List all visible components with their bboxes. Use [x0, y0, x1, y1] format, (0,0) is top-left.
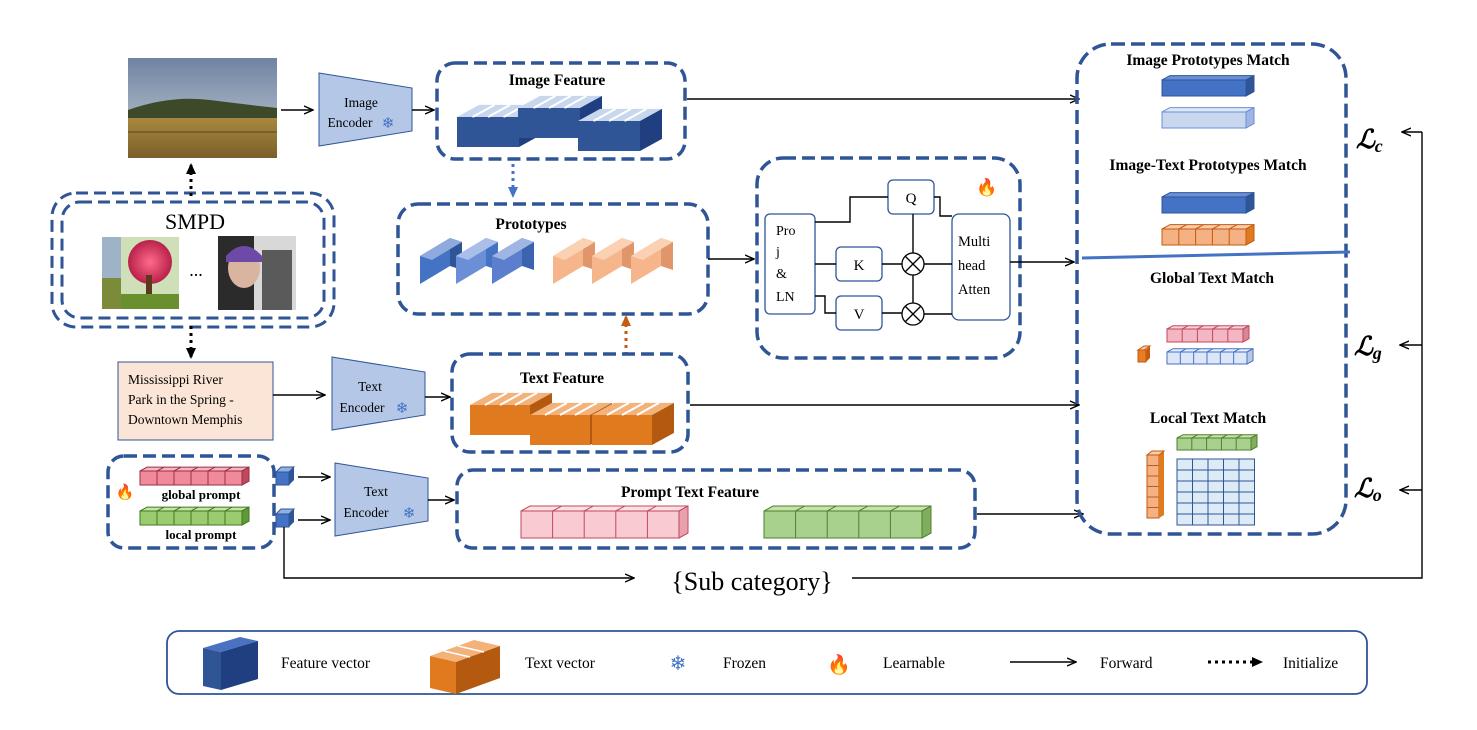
global-text-match-title: Global Text Match: [1150, 270, 1274, 287]
text-encoder: [331, 356, 426, 431]
key-label: K: [854, 258, 865, 274]
image-feature-box: [435, 61, 687, 161]
image-prototypes-match-title: Image Prototypes Match: [1126, 52, 1290, 69]
match-divider: [1081, 250, 1351, 260]
image-encoder: [318, 72, 413, 147]
caption-box: [117, 361, 274, 441]
legend-text-vector-swatch: [430, 640, 500, 694]
text-feature-blocks: [470, 392, 674, 445]
prompt-text-encoder: [334, 462, 429, 537]
smpd-label: SMPD: [165, 209, 225, 234]
local-prompt-label: local prompt: [166, 527, 238, 542]
multihead-attention-block: [951, 213, 1011, 321]
sub-category-token: [274, 466, 296, 486]
caption-line-1: Mississippi River: [128, 372, 223, 387]
proj-ln-label-1: Pro: [776, 224, 795, 239]
loss-o-label: ℒo: [1354, 474, 1382, 505]
global-prompt-label: global prompt: [162, 487, 242, 502]
mha-label-2: head: [958, 258, 986, 274]
sub-category-token: [274, 508, 296, 528]
mha-label-1: Multi: [958, 234, 990, 250]
text-feature-title: Text Feature: [520, 370, 604, 387]
prototypes-title: Prototypes: [495, 216, 566, 233]
snowflake-icon: ❄: [670, 653, 687, 675]
image-encoder-label-1: Image: [344, 95, 378, 110]
global-text-match-tokens: [1136, 324, 1254, 365]
attention-module-box: [755, 156, 1022, 360]
image-text-prototypes-match-title: Image-Text Prototypes Match: [1109, 157, 1307, 174]
prompt-encoder-label-1: Text: [364, 484, 388, 499]
local-prompt-feature: [763, 505, 932, 539]
value-label: V: [854, 307, 865, 323]
legend-frozen: Frozen: [723, 655, 766, 672]
legend-feature-vector: Feature vector: [281, 655, 371, 672]
text-encoder-label-2: Encoder: [340, 400, 385, 415]
local-prompt-tokens: [139, 506, 250, 526]
local-text-match-grid: [1145, 433, 1258, 526]
flame-icon: 🔥: [827, 653, 851, 676]
legend-learnable: Learnable: [883, 655, 945, 672]
proj-ln-label-2: j: [775, 245, 780, 260]
legend-text-vector: Text vector: [525, 655, 596, 672]
text-encoder-label-1: Text: [358, 379, 382, 394]
snowflake-icon: ❄: [396, 401, 409, 417]
multiply-icon: [901, 252, 925, 276]
image-feature-blocks: [457, 95, 662, 151]
image-feature-title: Image Feature: [509, 72, 606, 89]
prototype-match-bars: [1161, 74, 1255, 246]
loss-g-label: ℒg: [1354, 332, 1382, 363]
prompt-text-feature-box: [455, 468, 977, 550]
match-box: [1075, 42, 1348, 536]
sample-image-portrait: [218, 236, 296, 310]
mha-label-3: Atten: [958, 282, 991, 298]
snowflake-icon: ❄: [382, 116, 395, 132]
global-prompt-tokens: [139, 466, 250, 486]
multiply-icon: [901, 302, 925, 326]
snowflake-icon: ❄: [403, 506, 416, 522]
flame-icon: 🔥: [116, 483, 135, 501]
legend-initialize: Initialize: [1283, 655, 1338, 672]
prompt-encoder-label-2: Encoder: [344, 505, 389, 520]
sample-ellipsis: ...: [189, 260, 203, 280]
sample-image-flowers: [121, 237, 179, 309]
sub-category-label: {Sub category}: [671, 567, 832, 596]
query-label: Q: [906, 191, 917, 207]
prototypes-box: [396, 202, 710, 316]
smpd-dataset-box: [50, 191, 336, 329]
text-feature-box: [450, 352, 690, 454]
prompt-text-feature-title: Prompt Text Feature: [621, 484, 759, 501]
proj-ln-label-4: LN: [776, 290, 795, 305]
prototype-blocks: [420, 238, 673, 284]
legend-forward: Forward: [1100, 655, 1153, 672]
caption-line-2: Park in the Spring -: [128, 392, 234, 407]
proj-ln-label-3: &: [776, 267, 787, 282]
prompt-box: [106, 454, 276, 550]
image-encoder-label-2: Encoder: [328, 115, 373, 130]
legend-feature-vector-swatch: [203, 637, 258, 690]
caption-line-3: Downtown Memphis: [128, 412, 242, 427]
loss-c-label: ℒc: [1356, 125, 1383, 156]
flame-icon: 🔥: [976, 177, 997, 197]
local-text-match-title: Local Text Match: [1150, 410, 1267, 427]
input-landscape-photo: [128, 58, 277, 158]
global-prompt-feature: [520, 505, 689, 539]
